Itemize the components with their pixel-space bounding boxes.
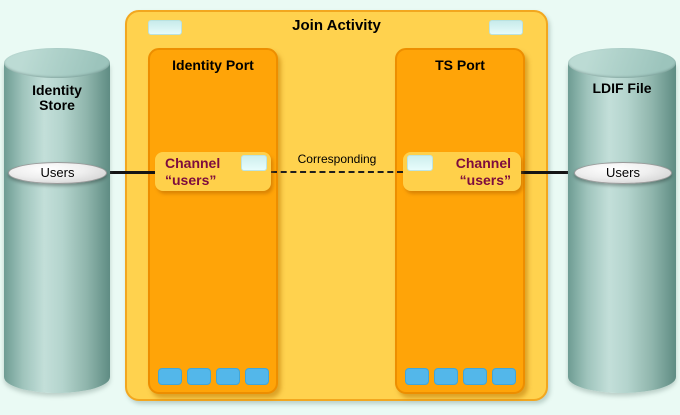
ts-port-title: TS Port bbox=[435, 57, 485, 73]
corresponding-label: Corresponding bbox=[297, 152, 377, 166]
cylinder-top bbox=[568, 48, 676, 78]
identity-port-channel-box: Channel “users” bbox=[155, 152, 271, 191]
channel-label-line2: “users” bbox=[459, 172, 511, 188]
ldif-file-link-line bbox=[517, 171, 579, 174]
port-connector-icon bbox=[215, 368, 240, 385]
cylinder-body bbox=[568, 63, 676, 393]
channel-badge-icon bbox=[407, 155, 433, 171]
port-connector-icon bbox=[157, 368, 182, 385]
activity-badge-right-icon bbox=[489, 20, 523, 35]
identity-port-title: Identity Port bbox=[172, 57, 254, 73]
channel-label-line2: “users” bbox=[165, 172, 217, 188]
ts-port-connectors bbox=[397, 368, 523, 385]
port-connector-icon bbox=[244, 368, 269, 385]
port-connector-icon bbox=[462, 368, 487, 385]
identity-port-box: Identity Port bbox=[148, 48, 278, 394]
ts-port-box: TS Port bbox=[395, 48, 525, 394]
port-connector-icon bbox=[404, 368, 429, 385]
identity-store-link-line bbox=[100, 171, 158, 174]
ts-port-channel-box: Channel “users” bbox=[403, 152, 521, 191]
ldif-file-users-ellipse: Users bbox=[574, 162, 672, 184]
activity-badge-left-icon bbox=[148, 20, 182, 35]
identity-store-label: Identity Store bbox=[32, 82, 82, 113]
identity-store-users-ellipse: Users bbox=[8, 162, 107, 184]
activity-title: Join Activity bbox=[292, 17, 381, 34]
corresponding-dashed-line bbox=[271, 171, 403, 173]
port-connector-icon bbox=[186, 368, 211, 385]
ldif-file-label: LDIF File bbox=[592, 80, 652, 96]
port-connector-icon bbox=[433, 368, 458, 385]
channel-badge-icon bbox=[241, 155, 267, 171]
identity-port-connectors bbox=[150, 368, 276, 385]
port-connector-icon bbox=[491, 368, 516, 385]
cylinder-body bbox=[4, 63, 110, 393]
channel-label-line1: Channel bbox=[165, 155, 221, 171]
channel-label-line1: Channel bbox=[455, 155, 511, 171]
cylinder-top bbox=[4, 48, 110, 78]
